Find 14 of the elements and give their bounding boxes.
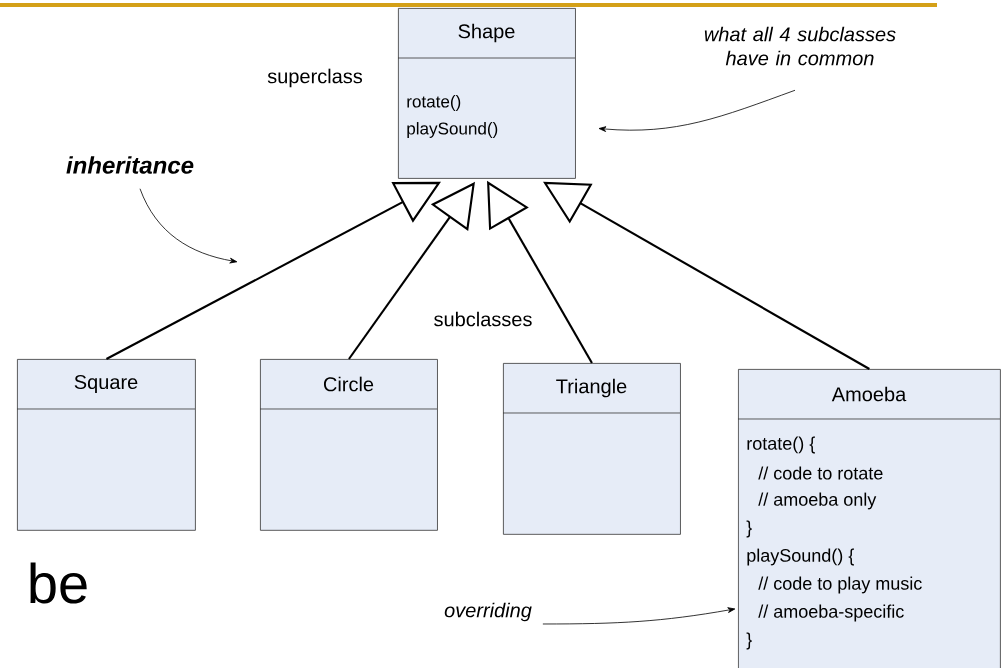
arrow (542, 607, 736, 625)
arrow (139, 188, 238, 264)
class-box: Triangle (502, 363, 681, 535)
class-box: Amoeba rotate() { // code to rotate // amoeba only } playSound() { // code to play music // amoeba-specific } (737, 369, 1001, 668)
class-box: Circle (259, 359, 438, 531)
annotation-text: inheritance (66, 156, 194, 174)
annotation-text: overriding (444, 602, 532, 622)
annotation-text: what all 4 subclasses have in common (704, 26, 896, 66)
class-box: Shape rotate() playSound() (397, 8, 576, 179)
label: superclass (267, 68, 363, 88)
arrow (598, 89, 796, 132)
arrow (543, 181, 870, 370)
label: subclasses (434, 311, 532, 327)
class-box: Square (16, 359, 196, 531)
